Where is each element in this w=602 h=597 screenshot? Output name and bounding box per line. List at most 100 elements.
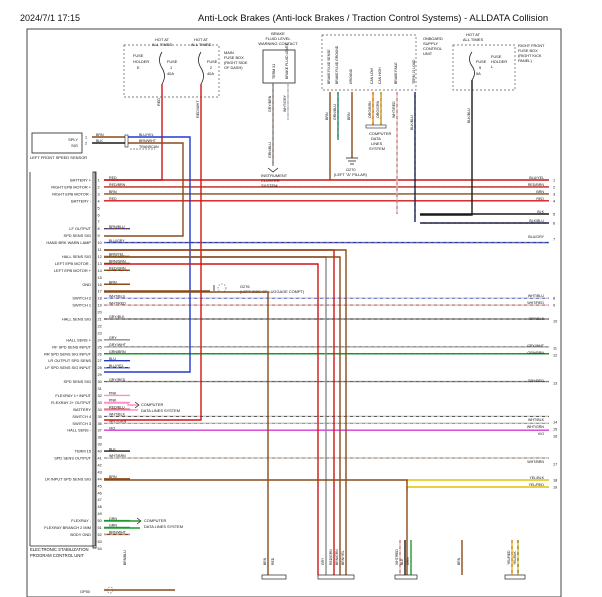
right-pin-number: 2: [553, 185, 555, 189]
fuse3-hot-2: ALL TIMES: [463, 37, 484, 42]
ecu-pin-number: 14: [98, 269, 102, 273]
fuse1-hot-line2: ALL TIMES: [152, 42, 173, 47]
ecu-wire-label: RED/BLU: [109, 406, 125, 410]
g270-location: (LEFT "A" PILLAR): [334, 172, 368, 177]
fuse2-box-label: (RIGHT SIDE: [224, 60, 248, 65]
ecu-pin-number: 8: [98, 227, 100, 231]
ecu-wire-label: GRY/BLK: [109, 315, 125, 319]
fuse1-hot-line1: HOT AT: [155, 37, 170, 42]
upper-wire-label-9: ORG/GRN: [376, 100, 380, 118]
ecu-pin-label: RR SPD SENS SIG INPUT: [44, 351, 92, 356]
gp50-marker: [106, 586, 114, 594]
g270-label: G270: [346, 167, 356, 172]
ecu-wire-label: GRY/WHT: [109, 343, 127, 347]
cds-fr-label-2: DATA LINES SYSTEM: [144, 524, 183, 529]
sensor-pin-number: 2: [85, 142, 87, 146]
ecu-pin-number: 21: [98, 318, 102, 322]
upper-wire-label-2: GRY/BRN: [268, 95, 272, 112]
ecu-pin-number: 13: [98, 262, 102, 266]
ecu-wire-label: BRN: [109, 475, 117, 479]
fuse1-num: 1: [170, 65, 172, 70]
lf-sensor-box: [31, 132, 83, 154]
ecu-pin-label: HALL SENS SIG: [62, 254, 91, 259]
wire-fuse3: [420, 80, 473, 216]
upper-wire-label-1: RED/WHT: [196, 100, 200, 118]
ecu-pin-number: 50: [98, 519, 102, 523]
ecu-pin-label: GND: [82, 282, 91, 287]
right-pin-number: 4: [553, 199, 555, 203]
ecu-pin-number: 45: [98, 484, 102, 488]
sensor-pin-sig: SIG: [71, 143, 78, 148]
ecu-pin-number: 38: [98, 436, 102, 440]
fuse2-name: FUSE: [207, 59, 218, 64]
right-wire-label: WHT/RED: [527, 301, 544, 305]
right-pin-number: 17: [553, 462, 557, 466]
ecu-pin-number: 51: [98, 526, 102, 530]
sensor-label: LEFT FRONT SPEED SENSOR: [30, 155, 87, 160]
ecu-pin-label: RIGHT EPB MOTOR +: [51, 184, 91, 189]
sensor-inline-connector: [124, 134, 129, 148]
ecu-wire-label: BRN/GRN: [109, 260, 126, 264]
ecu-wire-label: PNK: [109, 392, 117, 396]
fuse2-amp: 40A: [207, 71, 214, 76]
right-wire-label: YEL/BLK: [529, 476, 544, 480]
bottom-wire-label: RED: [271, 557, 275, 565]
ecu-wire-label: WHT/RED: [109, 301, 126, 305]
right-pin-number: 1: [553, 178, 555, 182]
right-pin-number: 19: [553, 485, 557, 489]
upper-wire-label-8: ORG/BRN: [368, 101, 372, 118]
wire-bottom-1: [104, 291, 269, 575]
ecu-pin-number: 26: [98, 352, 102, 356]
ecu-pin-number: 17: [98, 290, 102, 294]
ecu-pin-label: SPD SENS OUTPUT: [54, 456, 91, 461]
obc-pin-label: TERM 15 LOAD: [412, 59, 416, 84]
bottom-wire-label: BRN/BLU: [123, 550, 127, 565]
fuse3-holder-3: L: [491, 64, 494, 69]
ecu-pin-label: BATTERY: [73, 407, 91, 412]
ecu-wire-label: WHT/BLK: [109, 413, 126, 417]
ecu-wire-label: WHT/BRN: [109, 454, 126, 458]
ecu-wire-label: BLK: [109, 447, 116, 451]
right-wire-label: GRN/BRN: [527, 351, 544, 355]
ecu-pin-label: SWITCH 4: [72, 414, 91, 419]
right-pin-number: 7: [553, 237, 555, 241]
ecu-pin-label: BATTERY -: [71, 198, 92, 203]
obc-pin-label: BRAKE FLUID GROUND: [335, 45, 339, 84]
ecu-pin-label: RF SPD SENS INPUT: [52, 344, 91, 349]
page-header: 2024/7/1 17:15 Anti-Lock Brakes (Anti-lo…: [0, 0, 602, 28]
timestamp: 2024/7/1 17:15: [20, 13, 81, 23]
ecu-connector: [92, 171, 97, 549]
sensor-far-label: BLU/YEL: [139, 133, 154, 137]
fuse2-symbol: [198, 51, 204, 85]
fuse3-box-label: FUSE BOX: [518, 48, 538, 53]
fuse3-box-label: (RIGHT KICK: [518, 53, 542, 58]
ecu-pin-number: 25: [98, 345, 102, 349]
fuse1-symbol: [159, 51, 165, 85]
bottom-connector-2: [394, 574, 418, 580]
ecu-pin-label: HALL SENS +: [66, 337, 91, 342]
fuse1-holder-3: E: [137, 65, 140, 70]
brake-contact-box: [262, 49, 296, 84]
ecu-pin-number: 12: [98, 255, 102, 259]
ecu-pin-label: SWITCH 2: [72, 296, 91, 301]
bottom-wire-label: RED/GRN: [329, 549, 333, 565]
ecu-pin-label: SPD SENS SIG: [64, 379, 91, 384]
page-title: Anti-Lock Brakes (Anti-lock Brakes / Tra…: [198, 13, 549, 24]
wire-lf-sig: [104, 136, 191, 373]
ecu-pin-label: LF OUTPUT: [69, 226, 91, 231]
right-pin-number: 10: [553, 319, 557, 323]
right-wire-label: WHT/BLK: [528, 418, 545, 422]
fuse3-box-label: PANEL): [518, 58, 532, 63]
brake-contact-label-2: FLUID LEVEL: [265, 36, 291, 41]
right-wire-label: WHT/BRN: [527, 460, 544, 464]
ecu-pin-label: FLEXRAY BRANCH 2 IMM: [44, 525, 91, 530]
fuse2-num: 2: [210, 65, 212, 70]
wire-lf-sply: [104, 142, 184, 237]
g276-marker: [217, 283, 227, 293]
ecu-pin-label: HAND BRK WARN LAMP: [46, 240, 91, 245]
ecu-pin-label: BODY GND: [70, 532, 91, 537]
ecu-pin-label: BATTERY +: [70, 178, 92, 183]
brake-contact-label-1: BRAKE: [271, 31, 285, 36]
bottom-connector-1: [317, 574, 355, 580]
